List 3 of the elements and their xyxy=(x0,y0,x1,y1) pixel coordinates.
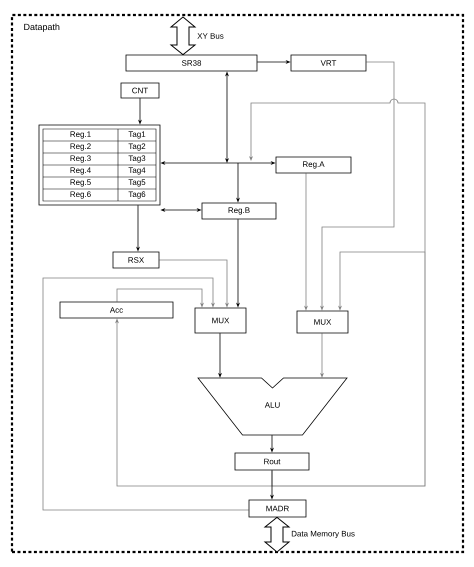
arrow xyxy=(42,278,249,510)
arrow xyxy=(272,252,426,486)
bus-arrow xyxy=(264,516,290,553)
